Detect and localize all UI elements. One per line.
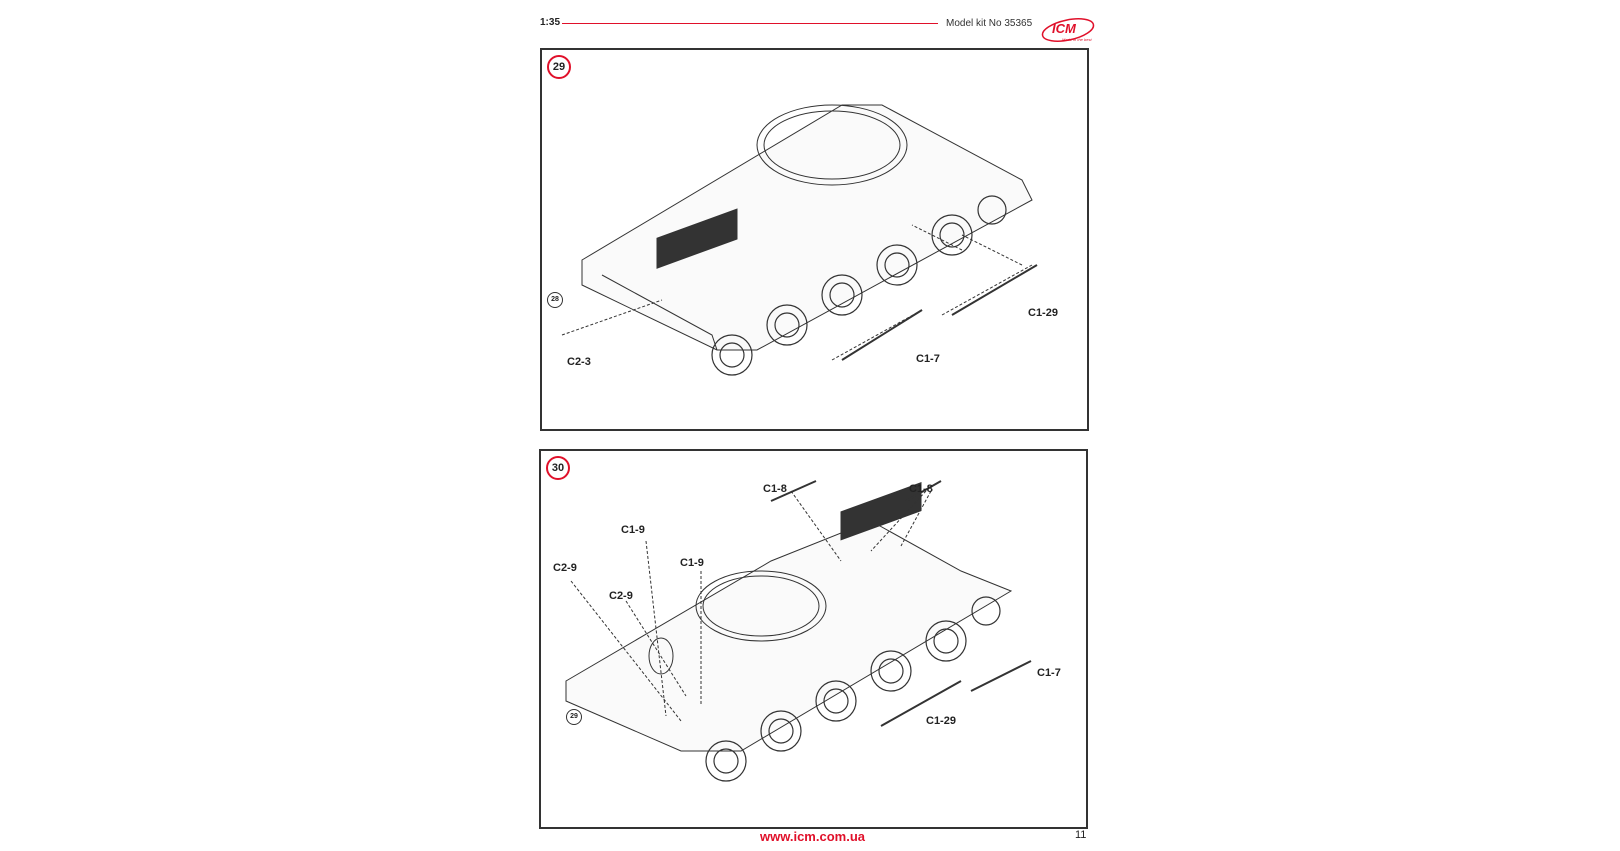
part-label: C2-9 [553,562,577,574]
part-label: C1-29 [1028,307,1058,319]
part-label: C2-3 [567,356,591,368]
part-label: C2-9 [609,590,633,602]
reference-step-badge: 29 [566,709,582,725]
svg-text:ICM: ICM [1052,21,1077,36]
step-number-badge: 29 [547,55,571,79]
scale-label: 1:35 [540,17,561,28]
step-30-panel: 30 29 C1-8 C1-8 C1-9 C1-9 C2-9 C2-9 C1-7… [539,449,1088,829]
part-label: C1-8 [909,483,933,495]
part-label: C1-9 [680,557,704,569]
reference-step-badge: 28 [547,292,563,308]
part-label: C1-9 [621,524,645,536]
part-label: C1-7 [916,353,940,365]
step-number-badge: 30 [546,456,570,480]
header-rule [562,23,938,24]
icm-logo: ICM Made in the best [1041,18,1095,42]
website-link[interactable]: www.icm.com.ua [760,829,865,844]
part-label: C1-29 [926,715,956,727]
kit-number: Model kit No 35365 [946,18,1033,29]
part-label: C1-8 [763,483,787,495]
tank-hull-front-drawing [565,480,1032,782]
svg-text:Made in the best: Made in the best [1062,37,1092,42]
tank-hull-rear-drawing [561,104,1038,376]
page-number: 11 [1075,829,1087,841]
part-label: C1-7 [1037,667,1061,679]
step-29-panel: 29 28 C2-3 C1-7 C1-29 [540,48,1089,431]
